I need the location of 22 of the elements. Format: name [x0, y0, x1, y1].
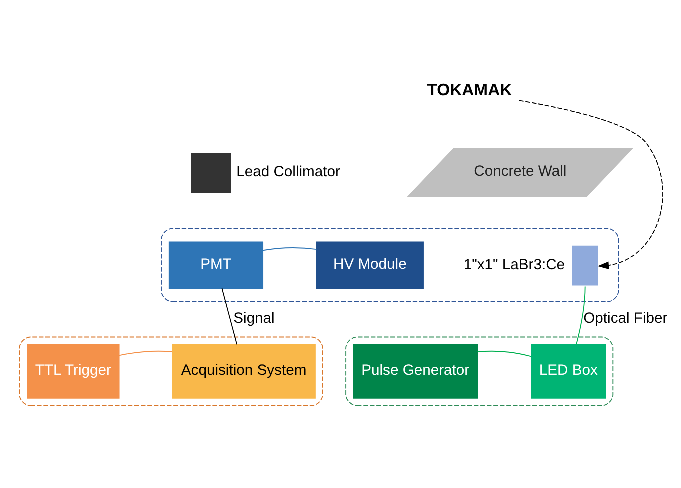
edge-label: Signal [234, 310, 275, 327]
node-label: 1"x1" LaBr3:Ce [464, 256, 566, 273]
arrow [518, 100, 664, 269]
node-text: TOKAMAK [427, 80, 512, 100]
connector [477, 350, 532, 357]
node-box: Pulse Generator [353, 344, 478, 398]
cluster [19, 336, 324, 406]
node-box: LED Box [531, 344, 606, 398]
node-box [191, 152, 232, 193]
cluster [161, 228, 620, 302]
connector [118, 350, 173, 356]
cluster [346, 336, 614, 406]
edge-label: Optical Fiber [584, 310, 668, 327]
node-box: TTL Trigger [27, 344, 120, 398]
connector [222, 288, 238, 345]
node-box: HV Module [316, 241, 424, 289]
node-box [572, 245, 598, 286]
node-label: Lead Collimator [236, 164, 340, 180]
connector [262, 247, 318, 251]
node-box: PMT [168, 241, 264, 289]
connector [576, 286, 586, 344]
node-box: Acquisition System [172, 344, 316, 398]
